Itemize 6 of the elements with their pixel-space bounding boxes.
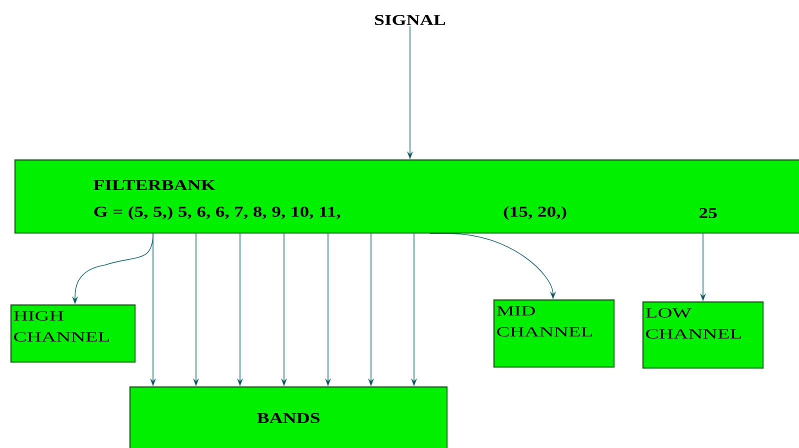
signal-label: SIGNAL [375,14,446,26]
channel-box: LOW CHANNEL [642,301,764,369]
channel-box: MID CHANNEL [493,299,615,368]
channel-box: HIGH CHANNEL [10,304,136,363]
bands-box: BANDS [129,386,448,448]
filterbank-box: FILTERBANK G = (5, 5,) 5, 6, 6, 7, 8, 9, 10, 11, (15, 20,) 25 [14,159,799,234]
